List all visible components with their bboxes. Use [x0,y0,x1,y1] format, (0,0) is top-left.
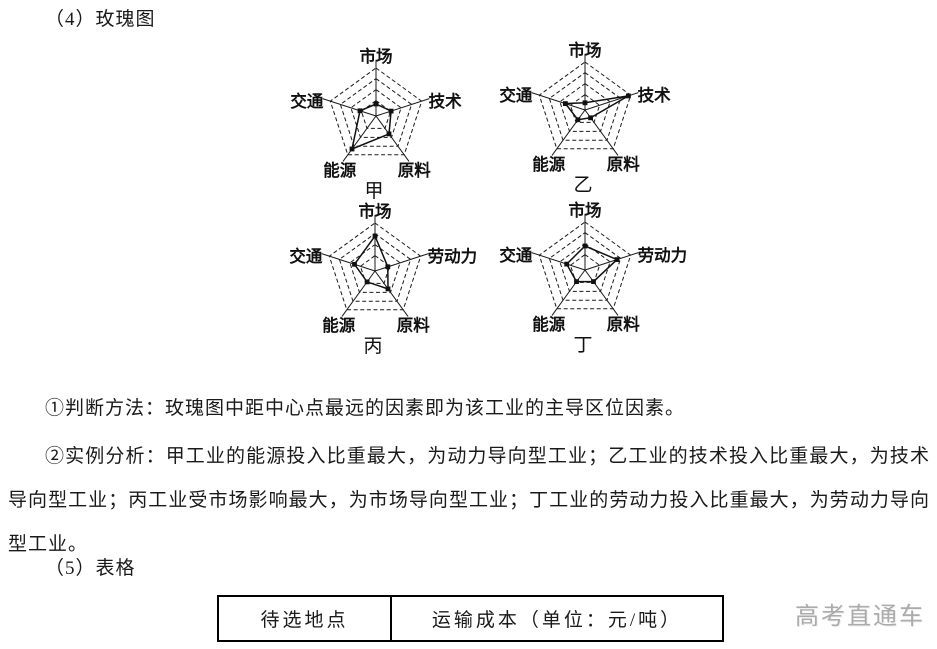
radar-chart-4: 市场劳动力原料 能源 交通丁 [480,196,705,364]
radar-axis [551,269,586,316]
radar-axis-label: 技术 [429,91,463,111]
radar-axis-label: 原料 [607,154,641,174]
radar-data-polygon [350,103,392,151]
radar-grid-ring [339,77,413,147]
radar-axis [531,252,586,271]
radar-axis-label: 交通 [499,245,533,265]
radar-data-point [564,261,570,267]
header-cell-cost: 运输成本（单位：元/吨） [390,595,724,642]
radar-data-point [626,93,631,99]
watermark: 高考直通车 [795,603,925,630]
radar-axis [342,115,377,162]
radar-grid-ring [338,232,412,302]
radar-chart-name: 乙 [573,175,592,196]
radar-axis-label: 原料 [607,314,641,334]
radar-axis-label: 市场 [569,200,602,220]
radar-chart-name: 丁 [573,335,592,356]
radar-axis-label: 劳动力 [428,246,478,266]
radar-axis [374,270,409,317]
radar-chart-3: 市场劳动力原料 能源 交通丙 [270,197,495,365]
radar-axis [584,269,619,316]
radar-axis-label: 交通 [499,85,533,105]
radar-data-point [574,279,579,284]
radar-grid-ring [538,61,632,150]
radar-data-point [563,101,568,106]
radar-grid-ring [328,222,422,311]
radar-data-point [364,279,370,285]
radar-axis [531,92,586,111]
example-note: ②实例分析：甲工业的能源投入比重最大，为动力导向型工业；乙工业的技术投入比重最大… [8,446,930,555]
radar-chart-name: 丙 [363,336,382,357]
radar-axis [584,252,639,271]
radar-grid-ring [548,71,622,141]
radar-axis-label: 技术 [638,85,672,105]
radar-axis-label: 能源 [322,315,356,335]
radar-data-point [385,286,391,292]
section4-heading: （4）玫瑰图 [45,9,156,30]
radar-axis-label: 交通 [290,91,324,111]
radar-data-point [575,117,581,123]
radar-grid-ring [569,253,601,283]
radar-data-point [357,108,363,114]
radar-data-point [588,115,593,121]
radar-chart-1: 市场技术原料 能源 交通甲 [271,42,496,210]
radar-axis [375,98,430,117]
radar-grid-ring [548,231,622,301]
radar-axis-label: 原料 [397,315,431,335]
radar-axis-label: 市场 [359,201,392,221]
table-header-row: 待选地点 运输成本（单位：元/吨） [217,595,724,642]
radar-axis-label: 能源 [323,160,357,180]
radar-data-point [591,279,596,284]
radar-axis-label: 能源 [532,154,566,174]
radar-data-point [388,108,394,114]
radar-data-point [349,146,355,152]
radar-axis-label: 交通 [289,246,323,266]
radar-data-polygon [563,95,629,121]
radar-axis-label: 原料 [398,160,432,180]
method-note: ①判断方法：玫瑰图中距中心点最远的因素即为该工业的主导区位因素。 [45,398,686,419]
radar-axis [341,270,376,317]
radar-chart-2: 市场技术原料 能源 交通乙 [480,36,705,204]
site-selection-table: 待选地点 运输成本（单位：元/吨） [217,595,724,642]
radar-chart-name: 甲 [364,181,383,202]
radar-axis [374,253,429,272]
section5-heading: （5）表格 [45,558,136,579]
radar-axis-label: 市场 [360,46,393,66]
radar-grid-ring [538,221,632,310]
radar-axis-label: 市场 [569,40,602,60]
radar-axis [322,98,377,117]
radar-grid-ring [329,67,423,156]
radar-data-point [372,233,378,239]
radar-data-point [386,131,392,137]
radar-axis-label: 劳动力 [638,245,688,265]
radar-data-point [582,243,588,249]
radar-axis [321,253,376,272]
radar-data-polygon [353,234,389,290]
radar-axis [375,115,410,162]
radar-data-point [614,257,620,262]
radar-data-point [373,101,379,107]
rose-charts-area: 市场技术原料能源交通甲市场技术原料能源交通乙市场劳动力原料能源交通丙市场劳动力原… [270,36,705,365]
radar-data-point [385,264,391,270]
header-cell-location: 待选地点 [217,595,392,642]
radar-data-polygon [565,245,619,283]
radar-data-point [582,100,588,106]
radar-data-point [352,261,357,267]
radar-axis-label: 能源 [532,314,566,334]
